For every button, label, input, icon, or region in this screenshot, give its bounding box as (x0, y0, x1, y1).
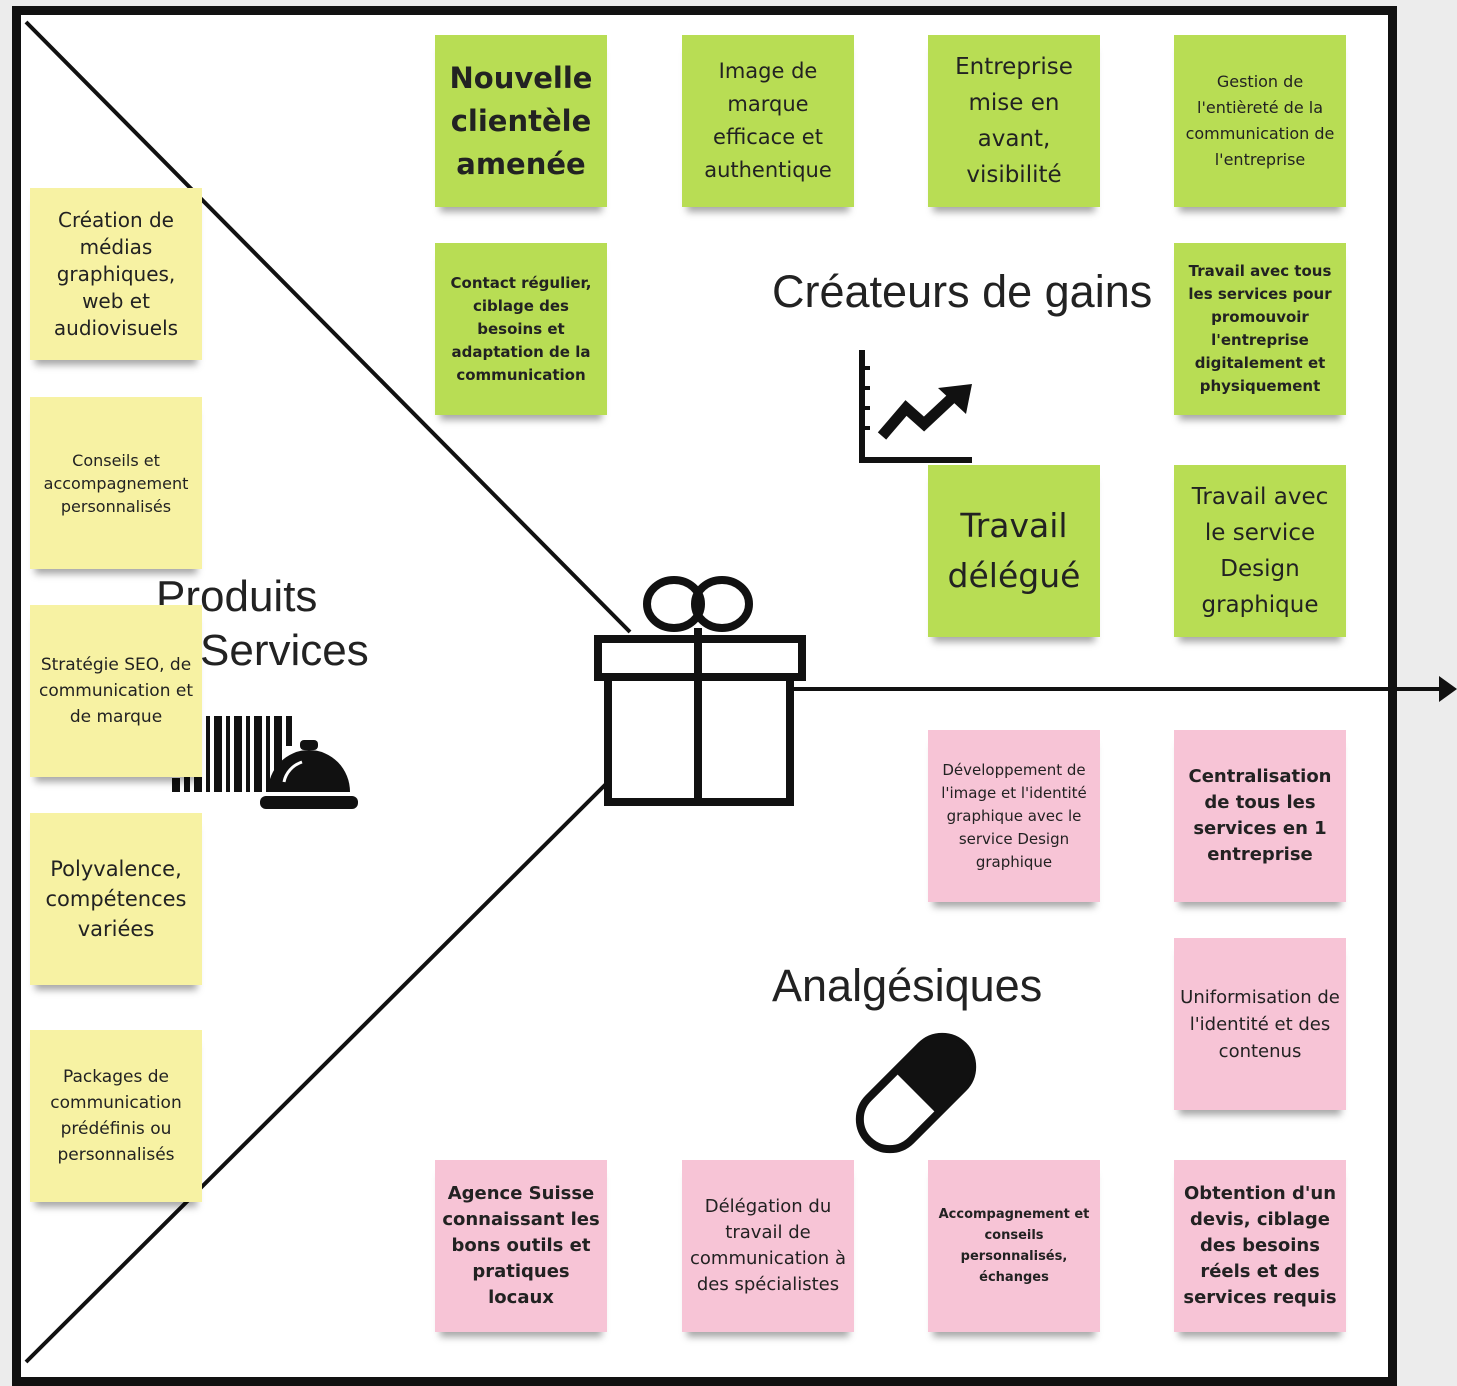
products-title-line2: Services (200, 626, 369, 675)
product-note-3: Stratégie SEO, de communication et de ma… (30, 605, 202, 777)
product-note-4: Polyvalence, compétences variées (30, 813, 202, 985)
product-note-5: Packages de communication prédéfinis ou … (30, 1030, 202, 1202)
pains-title: Analgésiques (772, 960, 1043, 1011)
growth-chart-icon (859, 350, 972, 463)
gain-note-4: Gestion de l'entièreté de la communicati… (1174, 35, 1346, 207)
product-note-2: Conseils et accompagnement personnalisés (30, 397, 202, 569)
gains-title: Créateurs de gains (772, 266, 1153, 317)
pain-note-7: Obtention d'un devis, ciblage des besoin… (1174, 1160, 1346, 1332)
gain-note-8: Travail avec le service Design graphique (1174, 465, 1346, 637)
diagonal-upper-line (24, 20, 632, 634)
service-bell-icon (260, 740, 358, 809)
pain-note-5: Délégation du travail de communication à… (682, 1160, 854, 1332)
pain-note-6: Accompagnement et conseils personnalisés… (928, 1160, 1100, 1332)
pill-icon (855, 1032, 977, 1154)
gain-note-1: Nouvelle clientèle amenée (435, 35, 607, 207)
gain-note-2: Image de marque efficace et authentique (682, 35, 854, 207)
pain-note-2: Centralisation de tous les services en 1… (1174, 730, 1346, 902)
gain-note-7: Travail délégué (928, 465, 1100, 637)
gain-note-3: Entreprise mise en avant, visibilité (928, 35, 1100, 207)
product-note-1: Création de médias graphiques, web et au… (30, 188, 202, 360)
pain-note-3: Uniformisation de l'identité et des cont… (1174, 938, 1346, 1110)
gain-note-6: Travail avec tous les services pour prom… (1174, 243, 1346, 415)
gain-note-5: Contact régulier, ciblage des besoins et… (435, 243, 607, 415)
diagonal-lower-line (24, 778, 612, 1364)
gift-icon (594, 576, 806, 806)
pain-note-1: Développement de l'image et l'identité g… (928, 730, 1100, 902)
arrow-head (1439, 676, 1457, 702)
pain-note-4: Agence Suisse connaissant les bons outil… (435, 1160, 607, 1332)
